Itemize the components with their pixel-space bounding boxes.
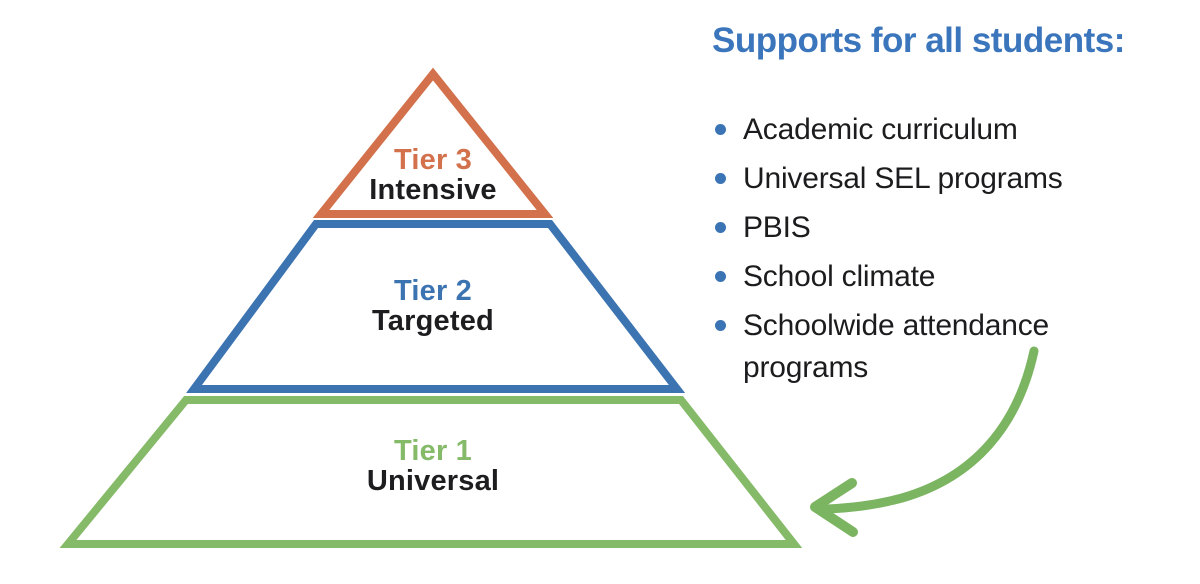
supports-list: Academic curriculum Universal SEL progra… [714, 109, 1114, 396]
list-item-label: PBIS [743, 211, 811, 244]
list-item: Academic curriculum [714, 109, 1114, 151]
list-item-label: School climate [743, 260, 936, 293]
tier3-level: Intensive [369, 174, 497, 206]
tier1-level: Universal [366, 465, 500, 497]
tier2-title: Tier 2 [393, 275, 473, 307]
bullet-icon [715, 222, 726, 233]
bullet-icon [715, 124, 726, 135]
supports-heading: Supports for all students: [712, 21, 1125, 60]
list-item: School climate [714, 256, 1114, 298]
bullet-icon [715, 320, 726, 331]
tier2-labels: Tier 2 Targeted [283, 276, 583, 336]
bullet-icon [715, 271, 726, 282]
tier1-trapezoid [59, 396, 803, 548]
tier2-level: Targeted [372, 305, 494, 337]
list-item: Universal SEL programs [714, 158, 1114, 200]
tier3-labels: Tier 3 Intensive [283, 145, 583, 205]
hand-drawn-arrow-icon [810, 346, 1039, 537]
list-item-label: Schoolwide attendance programs [743, 309, 1050, 384]
list-item-label: Academic curriculum [743, 113, 1018, 146]
list-item: Schoolwide attendance programs [714, 305, 1114, 389]
arrow-head [810, 478, 858, 537]
arrow-shaft [822, 346, 1039, 514]
tier2-trapezoid [186, 220, 686, 393]
tier3-triangle [312, 67, 554, 218]
tier1-title: Tier 1 [393, 435, 473, 467]
bullet-icon [715, 173, 726, 184]
tier3-title: Tier 3 [393, 144, 473, 176]
list-item-label: Universal SEL programs [743, 162, 1063, 195]
tier1-labels: Tier 1 Universal [283, 436, 583, 496]
list-item: PBIS [714, 207, 1114, 249]
